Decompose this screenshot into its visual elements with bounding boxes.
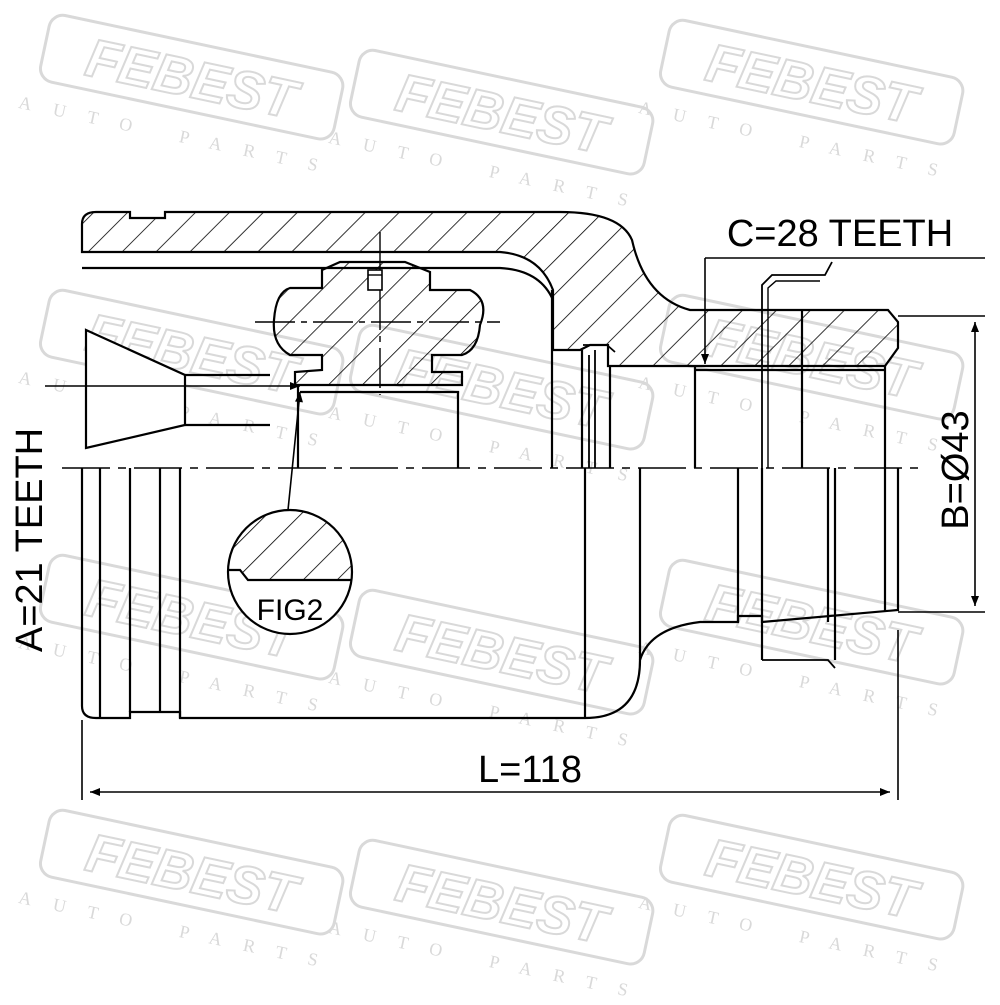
tripod-roller bbox=[255, 232, 500, 395]
cv-joint-housing-section bbox=[80, 210, 900, 468]
dimension-lines bbox=[45, 257, 985, 800]
fig2-label: FIG2 bbox=[257, 594, 324, 627]
housing-outline-lower bbox=[80, 261, 900, 720]
housing-section bbox=[80, 210, 900, 368]
inner-race bbox=[84, 290, 584, 468]
label-length-l: L=118 bbox=[478, 749, 582, 791]
circlip bbox=[583, 344, 616, 468]
fig2-detail: FIG2 bbox=[226, 391, 354, 636]
label-diameter-b: B=Ø43 bbox=[935, 410, 977, 529]
label-teeth-c: C=28 TEETH bbox=[727, 213, 953, 255]
label-teeth-a: A=21 TEETH bbox=[9, 428, 51, 652]
